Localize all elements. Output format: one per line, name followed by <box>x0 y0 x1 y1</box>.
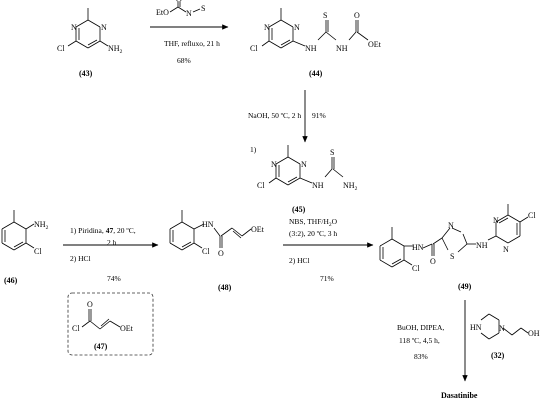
compound-32-label: (32) <box>491 351 505 360</box>
svg-text:NH2: NH2 <box>34 220 49 231</box>
compound-45-step-number: 1) <box>250 145 257 154</box>
svg-text:HN: HN <box>202 220 214 229</box>
svg-text:Cl: Cl <box>257 181 265 190</box>
svg-text:OEt: OEt <box>251 225 265 234</box>
svg-text:Cl: Cl <box>250 44 258 53</box>
svg-text:S: S <box>450 252 454 261</box>
amine-group: NH2 <box>108 44 123 55</box>
svg-text:OEt: OEt <box>120 324 134 333</box>
step2-yield: 91% <box>312 111 326 120</box>
n-atom: N <box>101 23 107 32</box>
compound-47-label: (47) <box>94 342 108 351</box>
step1-conditions: THF, refluxo, 21 h <box>164 39 220 48</box>
svg-text:Cl: Cl <box>412 264 420 273</box>
svg-text:N: N <box>503 245 509 254</box>
step5-yield: 83% <box>414 352 428 361</box>
n-atom: N <box>71 23 77 32</box>
compound-46-structure: NH2 Cl <box>1 210 49 256</box>
svg-text:NH: NH <box>476 241 488 250</box>
svg-text:OEt: OEt <box>368 40 382 49</box>
svg-text:Cl: Cl <box>528 211 536 220</box>
step4-yield: 71% <box>320 274 334 283</box>
compound-32-structure: HN N OH <box>470 313 540 340</box>
svg-text:NH: NH <box>312 181 324 190</box>
svg-text:HN: HN <box>470 323 482 332</box>
compound-45-structure: N N Cl NH S NH2 <box>257 145 358 192</box>
svg-text:N: N <box>301 160 307 169</box>
compound-44-label: (44) <box>309 69 323 78</box>
step5-line2: 118 ºC, 4,5 h, <box>399 336 440 345</box>
compound-44-structure: N N Cl NH S NH O OEt <box>250 8 382 53</box>
svg-text:O: O <box>176 0 182 4</box>
compound-46-label: (46) <box>4 276 18 285</box>
svg-text:Cl: Cl <box>72 324 80 333</box>
chlorine-atom: Cl <box>57 44 65 53</box>
compound-48-label: (48) <box>218 283 232 292</box>
svg-text:S: S <box>323 11 327 20</box>
svg-text:NH: NH <box>336 44 348 53</box>
svg-text:N: N <box>448 221 454 230</box>
svg-text:O: O <box>430 257 436 266</box>
svg-text:EtO: EtO <box>156 8 169 17</box>
step2-conditions: NaOH, 50 ºC, 2 h <box>248 111 301 120</box>
step4-line1: NBS, THF/H2O <box>289 217 338 228</box>
svg-text:NH: NH <box>305 44 317 53</box>
svg-text:Cl: Cl <box>202 247 210 256</box>
svg-text:N: N <box>186 9 192 18</box>
compound-43-label: (43) <box>79 69 93 78</box>
svg-text:HN: HN <box>412 243 424 252</box>
step3-line1: 1) Piridina,47, 20 ºC, <box>70 226 136 235</box>
compound-47-structure: O Cl OEt <box>72 300 134 333</box>
svg-text:N: N <box>294 23 300 32</box>
svg-text:NH2: NH2 <box>343 181 358 192</box>
compound-49-label: (49) <box>458 282 472 291</box>
compound-45-label: (45) <box>292 205 306 214</box>
svg-text:S: S <box>330 148 334 157</box>
step3-yield: 74% <box>107 274 121 283</box>
step3-line3: 2) HCl <box>70 254 91 263</box>
compound-48-structure: HN Cl O OEt <box>169 210 265 258</box>
final-product-name: Dasatinibe <box>441 391 478 400</box>
compound-43-structure: N N Cl NH2 <box>57 8 123 55</box>
svg-text:N: N <box>264 23 270 32</box>
step4-line2: (3:2), 20 ºC, 3 h <box>289 229 337 238</box>
isothiocyanate-reagent: EtO O N S <box>156 0 205 18</box>
step1-yield: 68% <box>177 56 191 65</box>
compound-47-box <box>67 292 154 356</box>
svg-text:Cl: Cl <box>34 247 42 256</box>
step3-line2: 2 h <box>107 238 117 247</box>
svg-text:O: O <box>218 249 224 258</box>
svg-text:N: N <box>499 324 505 333</box>
svg-text:O: O <box>87 300 93 309</box>
svg-text:O: O <box>354 11 360 20</box>
svg-text:N: N <box>493 216 499 225</box>
svg-text:S: S <box>201 4 205 13</box>
step4-line3: 2) HCl <box>289 256 310 265</box>
compound-49-structure: HN Cl O N S NH N N Cl <box>379 204 536 273</box>
step5-line1: BuOH, DIPEA, <box>397 323 444 332</box>
svg-text:N: N <box>271 160 277 169</box>
svg-text:OH: OH <box>528 329 540 338</box>
